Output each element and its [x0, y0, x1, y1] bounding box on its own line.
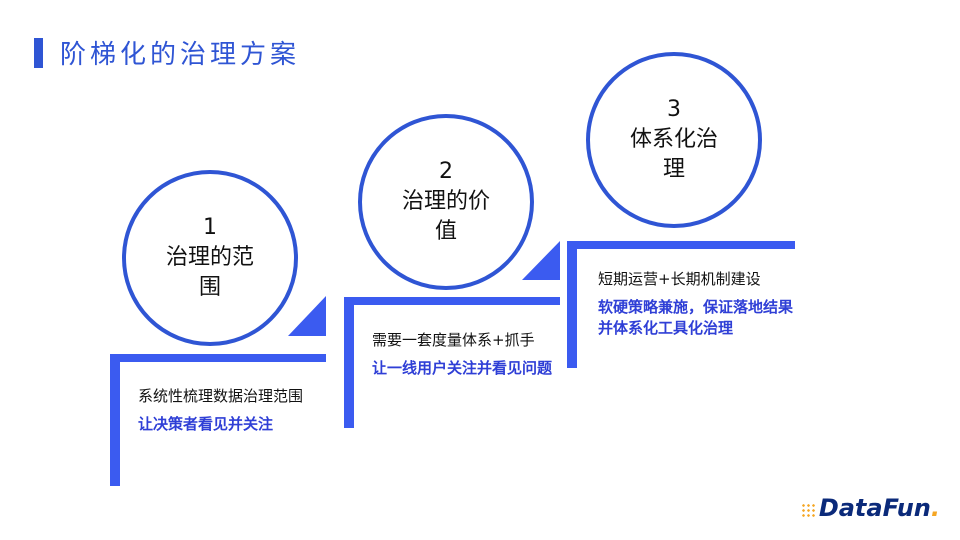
title-accent-bar	[34, 38, 43, 68]
step-2-desc: 需要一套度量体系+抓手	[372, 331, 535, 349]
step-3-highlight: 软硬策略兼施，保证落地结果并体系化工具化治理	[598, 298, 794, 337]
step-1-triangle	[288, 296, 326, 336]
step-3-text: 短期运营+长期机制建设 软硬策略兼施，保证落地结果并体系化工具化治理	[598, 269, 798, 339]
step-3-name: 体系化治理	[629, 127, 718, 182]
step-1-highlight: 让决策者看见并关注	[138, 415, 274, 433]
step-1-desc: 系统性梳理数据治理范围	[138, 387, 304, 405]
step-1-text: 系统性梳理数据治理范围 让决策者看见并关注	[138, 386, 318, 435]
step-3-desc: 短期运营+长期机制建设	[598, 270, 761, 288]
logo-suffix: .	[930, 494, 940, 522]
logo-text: DataFun	[818, 494, 931, 522]
step-2-circle: 2 治理的价值	[358, 114, 534, 290]
step-2-text: 需要一套度量体系+抓手 让一线用户关注并看见问题	[372, 330, 552, 379]
step-3-circle: 3 体系化治理	[586, 52, 762, 228]
page-title: 阶梯化的治理方案	[60, 40, 301, 70]
logo-dots-icon	[800, 503, 815, 517]
step-1-number: 1	[203, 215, 217, 240]
step-1-circle: 1 治理的范围	[122, 170, 298, 346]
step-2-number: 2	[439, 159, 453, 184]
step-3-number: 3	[667, 97, 681, 122]
datafun-logo: DataFun.	[800, 494, 940, 522]
step-2-triangle	[522, 241, 560, 280]
step-2-highlight: 让一线用户关注并看见问题	[372, 359, 553, 377]
step-2-name: 治理的价值	[401, 189, 490, 244]
step-1-name: 治理的范围	[165, 245, 254, 300]
